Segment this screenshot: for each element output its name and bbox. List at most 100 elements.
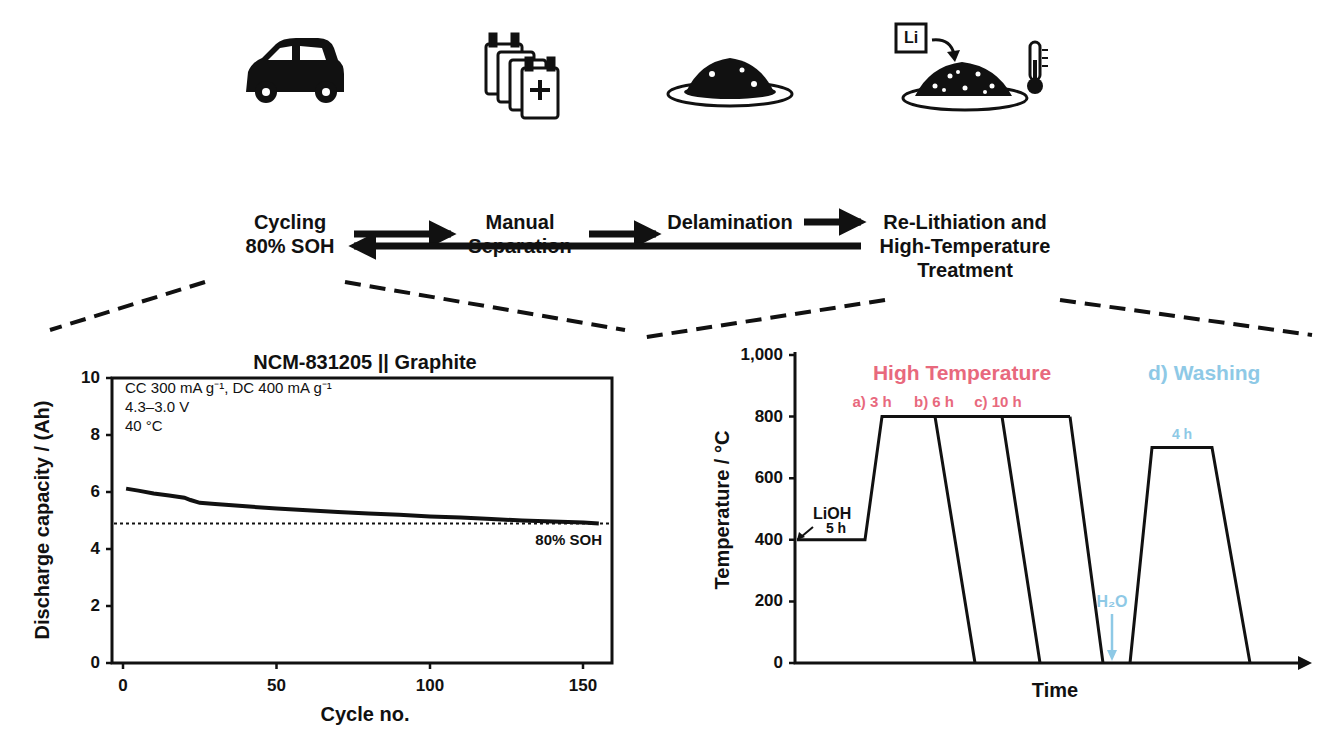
chart-label: b) 6 h: [914, 393, 954, 410]
drawing-path: [1042, 50, 1048, 66]
drawing-rect: [1033, 60, 1037, 84]
chart-label: NCM-831205 || Graphite: [253, 351, 477, 374]
drawing-path: [797, 417, 1250, 663]
icon-space: [235, 30, 345, 210]
drawing-path: [915, 62, 1012, 96]
chart-label: 800: [755, 407, 783, 427]
drawing-rect: [112, 378, 612, 663]
drawing-rect: [896, 24, 926, 52]
drawing-path: [1111, 614, 1114, 652]
drawing-rect: [522, 68, 558, 118]
drawing-path: [640, 300, 885, 338]
chart-label: 8: [91, 425, 100, 445]
icon-space: [460, 30, 580, 210]
drawing-path: [300, 46, 326, 60]
relithiation-icon: [896, 24, 1048, 110]
step-label: Manual Separation: [460, 210, 580, 258]
drawing-path: [797, 532, 805, 540]
drawing-path: [530, 80, 550, 100]
chart-label: 0: [91, 653, 100, 673]
drawing-circle: [322, 88, 330, 96]
chart-label: 5 h: [826, 520, 846, 536]
drawing-circle: [983, 90, 987, 94]
process-step: Manual Separation: [455, 30, 585, 258]
process-step: Delamination: [660, 30, 800, 234]
drawing-path: [1107, 650, 1117, 661]
drawing-circle: [976, 72, 981, 77]
flow-arrow: [354, 231, 451, 238]
chart-label: 2: [91, 596, 100, 616]
chart-label: 600: [755, 468, 783, 488]
chart-label: 50: [267, 676, 286, 696]
temperature-profile: [789, 352, 1312, 670]
icon-space: [870, 30, 1060, 210]
chart-label: 4 h: [1172, 426, 1192, 442]
drawing-circle: [751, 81, 757, 87]
chart-label: Li: [904, 29, 918, 47]
zoom-dashes: [50, 282, 1312, 338]
step-label: Cycling 80% SOH: [235, 210, 345, 258]
drawing-circle: [262, 88, 270, 96]
axis-title: Temperature / °C: [711, 431, 734, 590]
drawing-rect: [512, 34, 518, 46]
chart-label: 1,000: [740, 345, 783, 365]
step-label: Re-Lithiation and High-Temperature Treat…: [870, 210, 1060, 282]
chart-label: 100: [416, 676, 444, 696]
flow-arrow: [589, 231, 656, 238]
drawing-circle: [956, 70, 960, 74]
chart-label: 0: [118, 676, 127, 696]
drawing-circle: [255, 81, 277, 103]
chart-label: a) 3 h: [852, 393, 891, 410]
chart-label: Cycle no.: [321, 703, 410, 726]
powder-plate-icon: [668, 58, 792, 106]
pouch-cells-icon: [486, 34, 558, 118]
drawing-circle: [948, 74, 953, 79]
capacity-chart: [106, 378, 612, 669]
drawing-path: [50, 282, 205, 330]
drawing-rect: [526, 58, 532, 70]
axis-title: Discharge capacity / (Ah): [31, 401, 54, 640]
drawing-circle: [740, 68, 745, 73]
drawing-circle: [709, 71, 715, 77]
flow-arrow: [804, 219, 861, 226]
chart-label: 150: [569, 676, 597, 696]
drawing-path: [947, 50, 960, 62]
drawing-rect: [490, 34, 496, 46]
drawing-path: [126, 489, 599, 524]
drawing-path: [268, 46, 292, 60]
chart-label: High Temperature: [873, 361, 1051, 385]
process-step: Re-Lithiation and High-Temperature Treat…: [865, 30, 1065, 282]
drawing-path: [789, 355, 795, 663]
drawing-path: [1060, 300, 1312, 335]
chart-label: 10: [81, 368, 100, 388]
chart-label: 40 °C: [125, 417, 163, 434]
chart-label: 6: [91, 482, 100, 502]
chart-label: 400: [755, 530, 783, 550]
drawing-path: [795, 352, 1300, 663]
step-label: Delamination: [665, 210, 795, 234]
chart-label: H₂O: [1096, 593, 1127, 611]
process-step: Cycling 80% SOH: [230, 30, 350, 258]
drawing-path: [345, 282, 625, 330]
drawing-circle: [990, 84, 995, 89]
icon-space: [665, 30, 795, 210]
drawing-path: [1298, 656, 1312, 670]
chart-label: Time: [1032, 679, 1078, 702]
drawing-rect: [548, 58, 554, 70]
chart-label: CC 300 mA g⁻¹, DC 400 mA g⁻¹: [125, 379, 332, 396]
chart-label: 4: [91, 539, 100, 559]
chart-label: 4.3–3.0 V: [125, 398, 189, 415]
flow-arrow: [354, 243, 861, 250]
drawing-circle: [933, 84, 938, 89]
car-icon: [246, 38, 344, 103]
chart-label: 80% SOH: [535, 531, 602, 548]
chart-label: d) Washing: [1148, 361, 1260, 385]
drawing-circle: [963, 86, 968, 91]
drawing-circle: [942, 88, 946, 92]
chart-label: 200: [755, 592, 783, 612]
drawing-path: [686, 58, 774, 92]
chart-label: 0: [774, 653, 783, 673]
